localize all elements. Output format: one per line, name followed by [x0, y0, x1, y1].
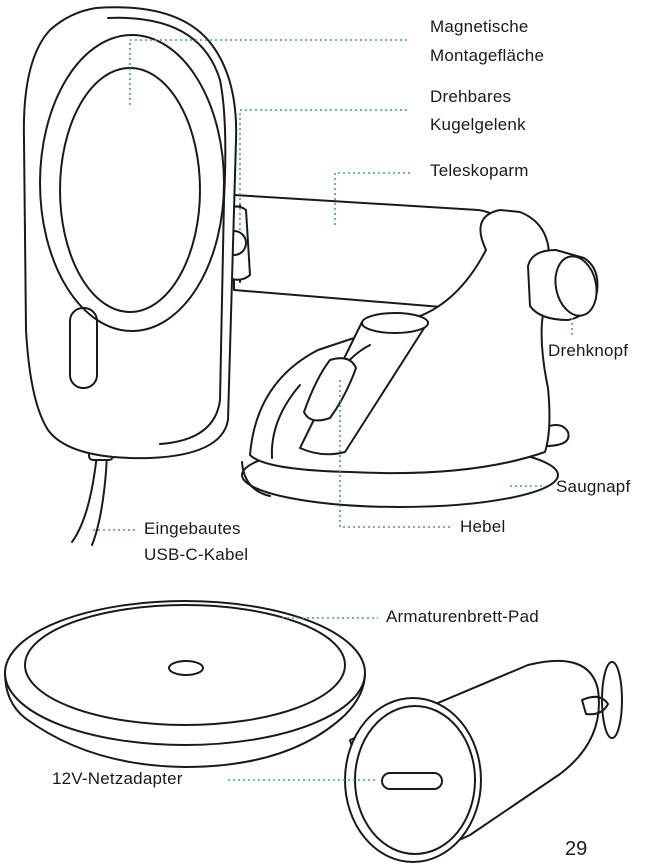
magnetic-mount-plate [22, 6, 238, 460]
label-suction-cup: Saugnapf [556, 477, 631, 496]
label-magnetic-mount-line1: Magnetische [430, 17, 529, 36]
leader-telescopic-arm [334, 172, 410, 225]
label-lever: Hebel [460, 517, 506, 536]
leader-lever [339, 380, 450, 528]
label-dashboard-pad: Armaturenbrett-Pad [386, 607, 539, 626]
car-adapter [344, 659, 623, 863]
rotary-knob [527, 249, 599, 321]
label-cable-line2: USB-C-Kabel [144, 545, 249, 564]
label-car-adapter: 12V-Netzadapter [52, 769, 183, 788]
label-rotary-knob: Drehknopf [548, 341, 629, 360]
label-ball-joint-line2: Kugelgelenk [430, 115, 526, 134]
label-ball-joint-line1: Drehbares [430, 87, 512, 106]
leader-ball-joint [239, 109, 410, 230]
page-number: 29 [565, 838, 588, 860]
label-telescopic-arm: Teleskoparm [430, 161, 529, 180]
dashboard-pad [4, 600, 366, 768]
label-magnetic-mount-line2: Montagefläche [430, 46, 545, 65]
label-cable-line1: Eingebautes [144, 519, 241, 538]
leader-magnetic-mount [129, 39, 410, 105]
lever [299, 312, 429, 456]
